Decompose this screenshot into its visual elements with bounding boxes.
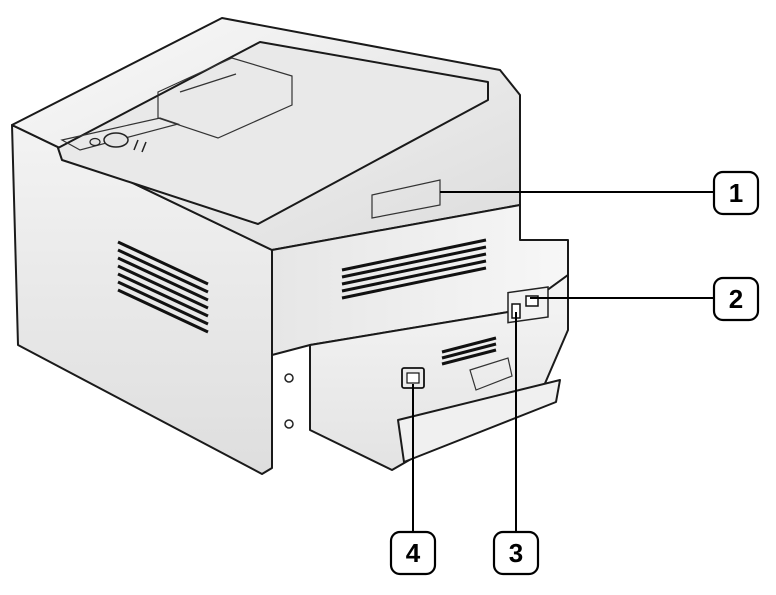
callout-2-label: 2 (729, 284, 743, 314)
status-led-2 (141, 141, 147, 153)
side-screw-lower (284, 419, 294, 429)
callout-2: 2 (712, 276, 760, 322)
control-panel-strip (60, 117, 181, 151)
lower-module-vents (441, 336, 497, 366)
callout-1-label: 1 (729, 178, 743, 208)
rear-paper-guide[interactable] (469, 357, 513, 391)
output-support-flap-groove (179, 73, 237, 93)
usb-port[interactable] (525, 295, 539, 307)
cancel-button[interactable] (89, 137, 101, 147)
callout-4-label: 4 (406, 538, 421, 568)
leader-lines (412, 191, 714, 532)
output-tray-recess (57, 41, 489, 225)
rear-vent-grille (341, 238, 487, 300)
side-vent-grille (117, 240, 209, 334)
callout-3: 3 (492, 530, 540, 576)
callout-3-label: 3 (509, 538, 523, 568)
rear-cover[interactable] (371, 179, 441, 219)
status-led-1 (133, 139, 139, 151)
power-receptacle-inner (406, 372, 420, 384)
callout-4: 4 (389, 530, 437, 576)
power-button[interactable] (103, 132, 129, 148)
side-screw-upper (284, 373, 294, 383)
printer-body (11, 17, 569, 475)
rear-output-tray[interactable] (397, 379, 561, 463)
callout-1: 1 (712, 170, 760, 216)
